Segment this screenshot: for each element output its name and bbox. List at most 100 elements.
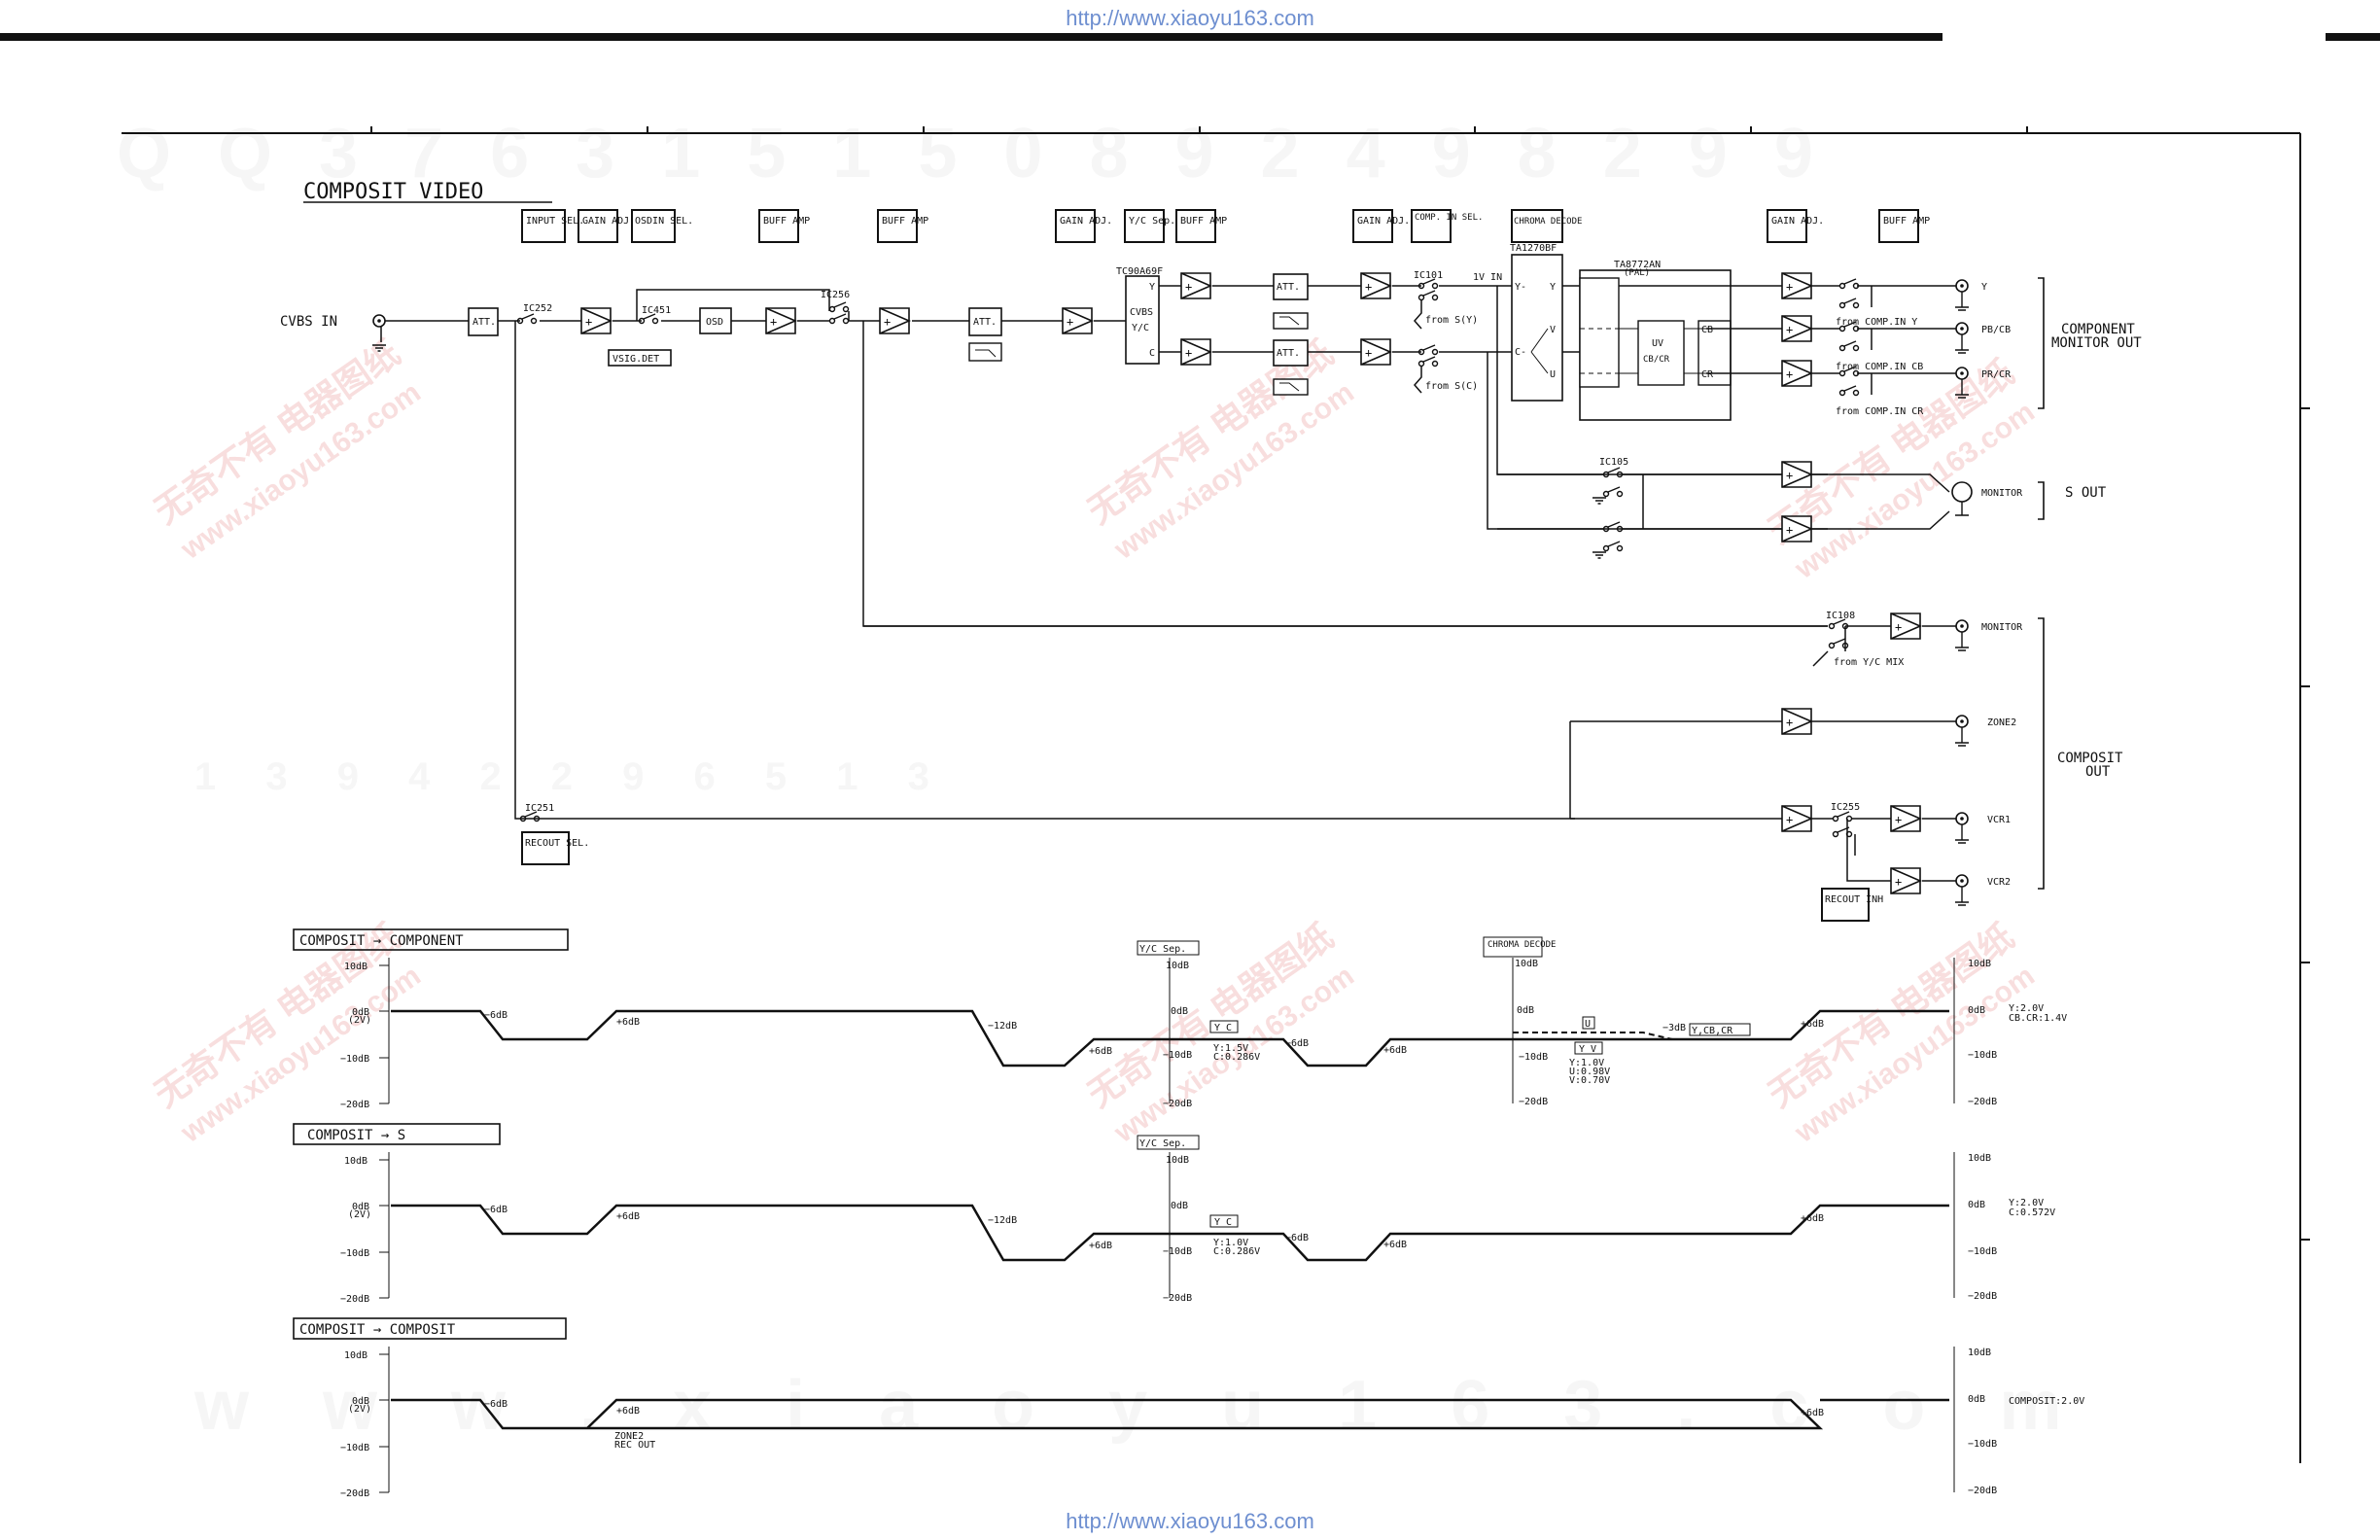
- page-frame: [0, 33, 2380, 1463]
- buff-amp-block: BUFF AMP: [1878, 209, 1930, 243]
- svg-text:+6dB: +6dB: [1089, 1241, 1112, 1251]
- svg-text:MONITOR: MONITOR: [1981, 622, 2023, 633]
- gain-adj-block: GAIN ADJ.: [1767, 209, 1824, 243]
- svg-text:CB.CR:1.4V: CB.CR:1.4V: [2009, 1013, 2067, 1024]
- cvbs-in-label: CVBS IN: [280, 314, 337, 330]
- s-out-jack: [1951, 481, 1973, 503]
- watermark-row-mid: 1 3 9 4 2 2 9 6 5 1 3: [194, 755, 949, 798]
- diagram-title: COMPOSIT VIDEO: [303, 180, 483, 204]
- svg-text:0dB: 0dB: [1171, 1201, 1188, 1211]
- svg-text:U: U: [1550, 369, 1556, 380]
- svg-text:10dB: 10dB: [344, 1156, 368, 1167]
- watermark-row-top: Q Q 3 7 6 3 1 5 1 5 0 8 9 2 4 9 8 2 9 9: [117, 115, 1827, 192]
- svg-text:+6dB: +6dB: [1383, 1045, 1407, 1056]
- svg-text:−20dB: −20dB: [340, 1488, 369, 1499]
- svg-text:Y:1.0V: Y:1.0V: [1213, 1238, 1248, 1248]
- svg-text:−20dB: −20dB: [1968, 1097, 1997, 1107]
- watermark-row-bottom: w w w . x i a o y u 1 6 3 . c o m: [193, 1367, 2088, 1445]
- ta1270bf-label: TA1270BF: [1510, 243, 1557, 254]
- svg-text:−10dB: −10dB: [1968, 1439, 1997, 1450]
- svg-text:10dB: 10dB: [1968, 1153, 1991, 1164]
- svg-text:COMPOSIT → S: COMPOSIT → S: [307, 1128, 405, 1143]
- svg-text:−10dB: −10dB: [340, 1248, 369, 1259]
- amplifiers: [580, 272, 1921, 894]
- svg-text:Y-: Y-: [1515, 282, 1526, 293]
- svg-text:−20dB: −20dB: [1519, 1097, 1548, 1107]
- svg-text:−20dB: −20dB: [1163, 1099, 1192, 1109]
- svg-text:−12dB: −12dB: [988, 1021, 1017, 1032]
- svg-text:−6dB: −6dB: [484, 1205, 508, 1215]
- svg-text:(2V): (2V): [348, 1404, 371, 1415]
- svg-text:−6dB: −6dB: [1285, 1233, 1309, 1243]
- svg-text:from COMP.IN Y: from COMP.IN Y: [1836, 317, 1917, 328]
- io-jacks: CVBS IN Y PB/CB PR/CR MONITOR MONITOR ZO…: [280, 277, 2142, 906]
- att-label: ATT.: [1277, 348, 1300, 359]
- svg-text:ZONE2: ZONE2: [614, 1431, 644, 1442]
- svg-text:C:0.572V: C:0.572V: [2009, 1208, 2055, 1218]
- svg-text:Y/C: Y/C: [1132, 323, 1149, 333]
- buff-amp-block: BUFF AMP: [1175, 209, 1227, 243]
- svg-text:10dB: 10dB: [344, 1350, 368, 1361]
- svg-text:+6dB: +6dB: [616, 1211, 640, 1222]
- one-v-in-label: 1V IN: [1473, 272, 1502, 283]
- svg-text:−20dB: −20dB: [1968, 1291, 1997, 1302]
- svg-text:0dB: 0dB: [1968, 1005, 1985, 1016]
- signal-blocks: ATT. OSD ATT. ATT. ATT. VSIG.DET TC90A69…: [468, 243, 1883, 922]
- svg-text:IC256: IC256: [821, 290, 850, 300]
- svg-text:10dB: 10dB: [1515, 959, 1538, 969]
- buff-amp-block: BUFF AMP: [758, 209, 810, 243]
- svg-text:Y:1.0V: Y:1.0V: [1569, 1058, 1604, 1068]
- vsig-det-label: VSIG.DET: [612, 354, 659, 365]
- svg-text:GAIN ADJ.: GAIN ADJ.: [1060, 216, 1112, 227]
- svg-text:C: C: [1149, 348, 1155, 359]
- svg-text:IC105: IC105: [1599, 457, 1628, 468]
- svg-text:Y/C Sep.: Y/C Sep.: [1129, 216, 1175, 227]
- top-url-link[interactable]: http://www.xiaoyu163.com: [1066, 6, 1314, 30]
- bottom-url-link[interactable]: http://www.xiaoyu163.com: [1066, 1509, 1314, 1533]
- svg-text:COMPOSIT → COMPOSIT: COMPOSIT → COMPOSIT: [299, 1322, 456, 1338]
- svg-text:Y V: Y V: [1579, 1044, 1596, 1055]
- svg-text:−10dB: −10dB: [1519, 1052, 1548, 1063]
- svg-text:10dB: 10dB: [1166, 961, 1189, 971]
- svg-text:−20dB: −20dB: [1968, 1486, 1997, 1496]
- svg-text:COMPOSIT: COMPOSIT: [2057, 751, 2123, 766]
- svg-text:−20dB: −20dB: [1163, 1293, 1192, 1304]
- svg-text:(PAL): (PAL): [1624, 268, 1650, 278]
- svg-text:(2V): (2V): [348, 1015, 371, 1026]
- svg-text:−6dB: −6dB: [1285, 1038, 1309, 1049]
- svg-text:from COMP.IN CB: from COMP.IN CB: [1836, 362, 1923, 372]
- svg-text:−20dB: −20dB: [340, 1100, 369, 1110]
- svg-text:Y/C Sep.: Y/C Sep.: [1139, 1138, 1186, 1149]
- recout-sel-label: RECOUT SEL.: [525, 838, 589, 849]
- svg-text:−10dB: −10dB: [1968, 1050, 1997, 1061]
- svg-text:Y:2.0V: Y:2.0V: [2009, 1198, 2044, 1208]
- svg-text:−12dB: −12dB: [988, 1215, 1017, 1226]
- svg-text:(2V): (2V): [348, 1209, 371, 1220]
- svg-text:+6dB: +6dB: [1383, 1240, 1407, 1250]
- svg-text:−6dB: −6dB: [484, 1399, 508, 1410]
- svg-text:−10dB: −10dB: [1968, 1246, 1997, 1257]
- svg-text:GAIN ADJ.: GAIN ADJ.: [1771, 216, 1824, 227]
- signal-path: [380, 285, 1956, 882]
- svg-text:OSDIN SEL.: OSDIN SEL.: [635, 216, 693, 227]
- svg-text:OUT: OUT: [2085, 764, 2111, 780]
- svg-text:−10dB: −10dB: [340, 1054, 369, 1065]
- svg-text:Y: Y: [1981, 282, 1987, 293]
- gain-adj-block: GAIN ADJ.: [578, 209, 635, 243]
- svg-text:IC451: IC451: [642, 305, 671, 316]
- svg-text:BUFF AMP: BUFF AMP: [763, 216, 810, 227]
- svg-text:CHROMA DECODE: CHROMA DECODE: [1488, 940, 1556, 950]
- svg-text:V: V: [1550, 325, 1556, 335]
- svg-text:IC101: IC101: [1414, 270, 1443, 281]
- svg-text:C:0.286V: C:0.286V: [1213, 1052, 1260, 1063]
- ta8772an-label: TA8772AN: [1614, 260, 1661, 270]
- svg-text:Y:2.0V: Y:2.0V: [2009, 1003, 2044, 1014]
- svg-text:IC108: IC108: [1826, 611, 1855, 621]
- att-label: ATT.: [973, 317, 997, 328]
- svg-text:−10dB: −10dB: [1163, 1050, 1192, 1061]
- svg-text:BUFF AMP: BUFF AMP: [882, 216, 928, 227]
- svg-text:−3dB: −3dB: [1662, 1023, 1686, 1033]
- svg-text:Y: Y: [1550, 282, 1556, 293]
- svg-text:U: U: [1585, 1019, 1591, 1030]
